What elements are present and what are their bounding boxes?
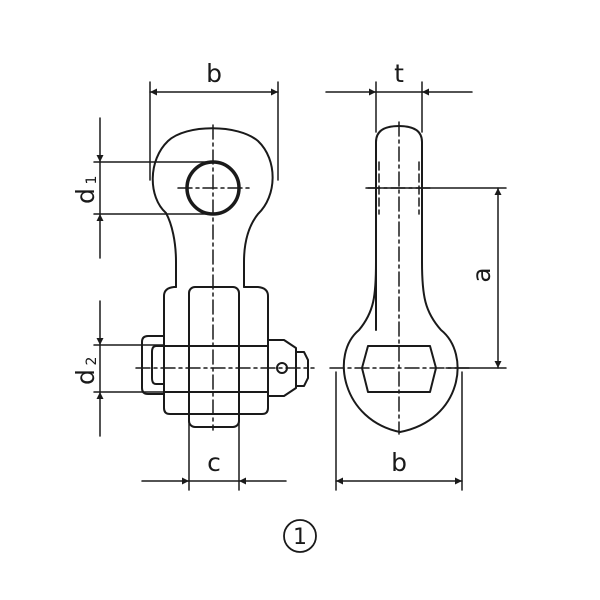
front-view — [141, 127, 309, 428]
label-d1-base: d — [71, 188, 100, 204]
label-d2: d 2 — [71, 357, 100, 385]
figure-number-circle — [283, 519, 317, 553]
front-tongue — [188, 286, 240, 428]
figure-number: 1 — [293, 525, 307, 550]
label-a: a — [467, 267, 496, 282]
label-b-top: b — [206, 59, 222, 88]
front-bolt-head — [141, 335, 165, 395]
dimension-lines — [93, 81, 507, 491]
label-t: t — [394, 59, 404, 88]
side-view — [343, 125, 459, 433]
side-profile-outline — [343, 125, 459, 433]
front-center-lines — [135, 124, 315, 431]
label-d2-sub: 2 — [84, 357, 100, 366]
label-b-bottom: b — [391, 448, 407, 477]
side-center-lines — [329, 121, 471, 435]
front-clevis-outline — [163, 286, 269, 415]
label-d2-base: d — [71, 369, 100, 385]
label-c: c — [207, 448, 221, 477]
label-d1-sub: 1 — [84, 176, 100, 185]
label-d1: d 1 — [71, 176, 100, 204]
